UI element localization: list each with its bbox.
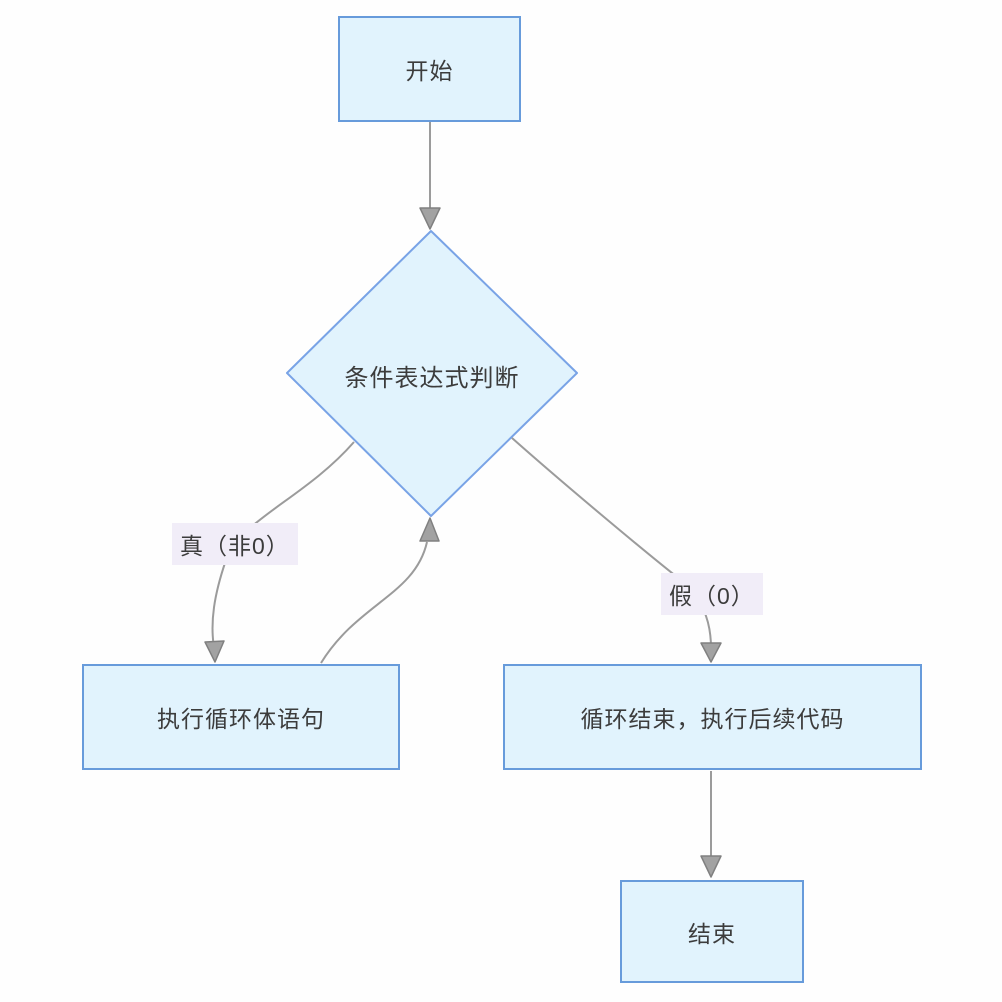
node-condition-label: 条件表达式判断 [344,365,520,392]
node-end-label: 结束 [688,920,736,947]
node-after-loop: 循环结束，执行后续代码 [503,664,922,770]
condition-diamond-shape [286,230,578,517]
edge-label-false: 假（0） [661,573,763,615]
arrow-loop-body-to-condition [320,517,440,664]
arrow-after-loop-to-end [700,771,722,878]
arrow-condition-to-after-loop [511,437,722,663]
node-start: 开始 [338,16,521,122]
node-loop-body: 执行循环体语句 [82,664,400,770]
node-end: 结束 [620,880,804,983]
arrow-start-to-condition [419,122,441,230]
node-start-label: 开始 [405,58,454,84]
node-loop-body-label: 执行循环体语句 [157,706,325,732]
edge-label-true: 真（非0） [172,523,298,565]
node-after-loop-label: 循环结束，执行后续代码 [580,706,845,732]
